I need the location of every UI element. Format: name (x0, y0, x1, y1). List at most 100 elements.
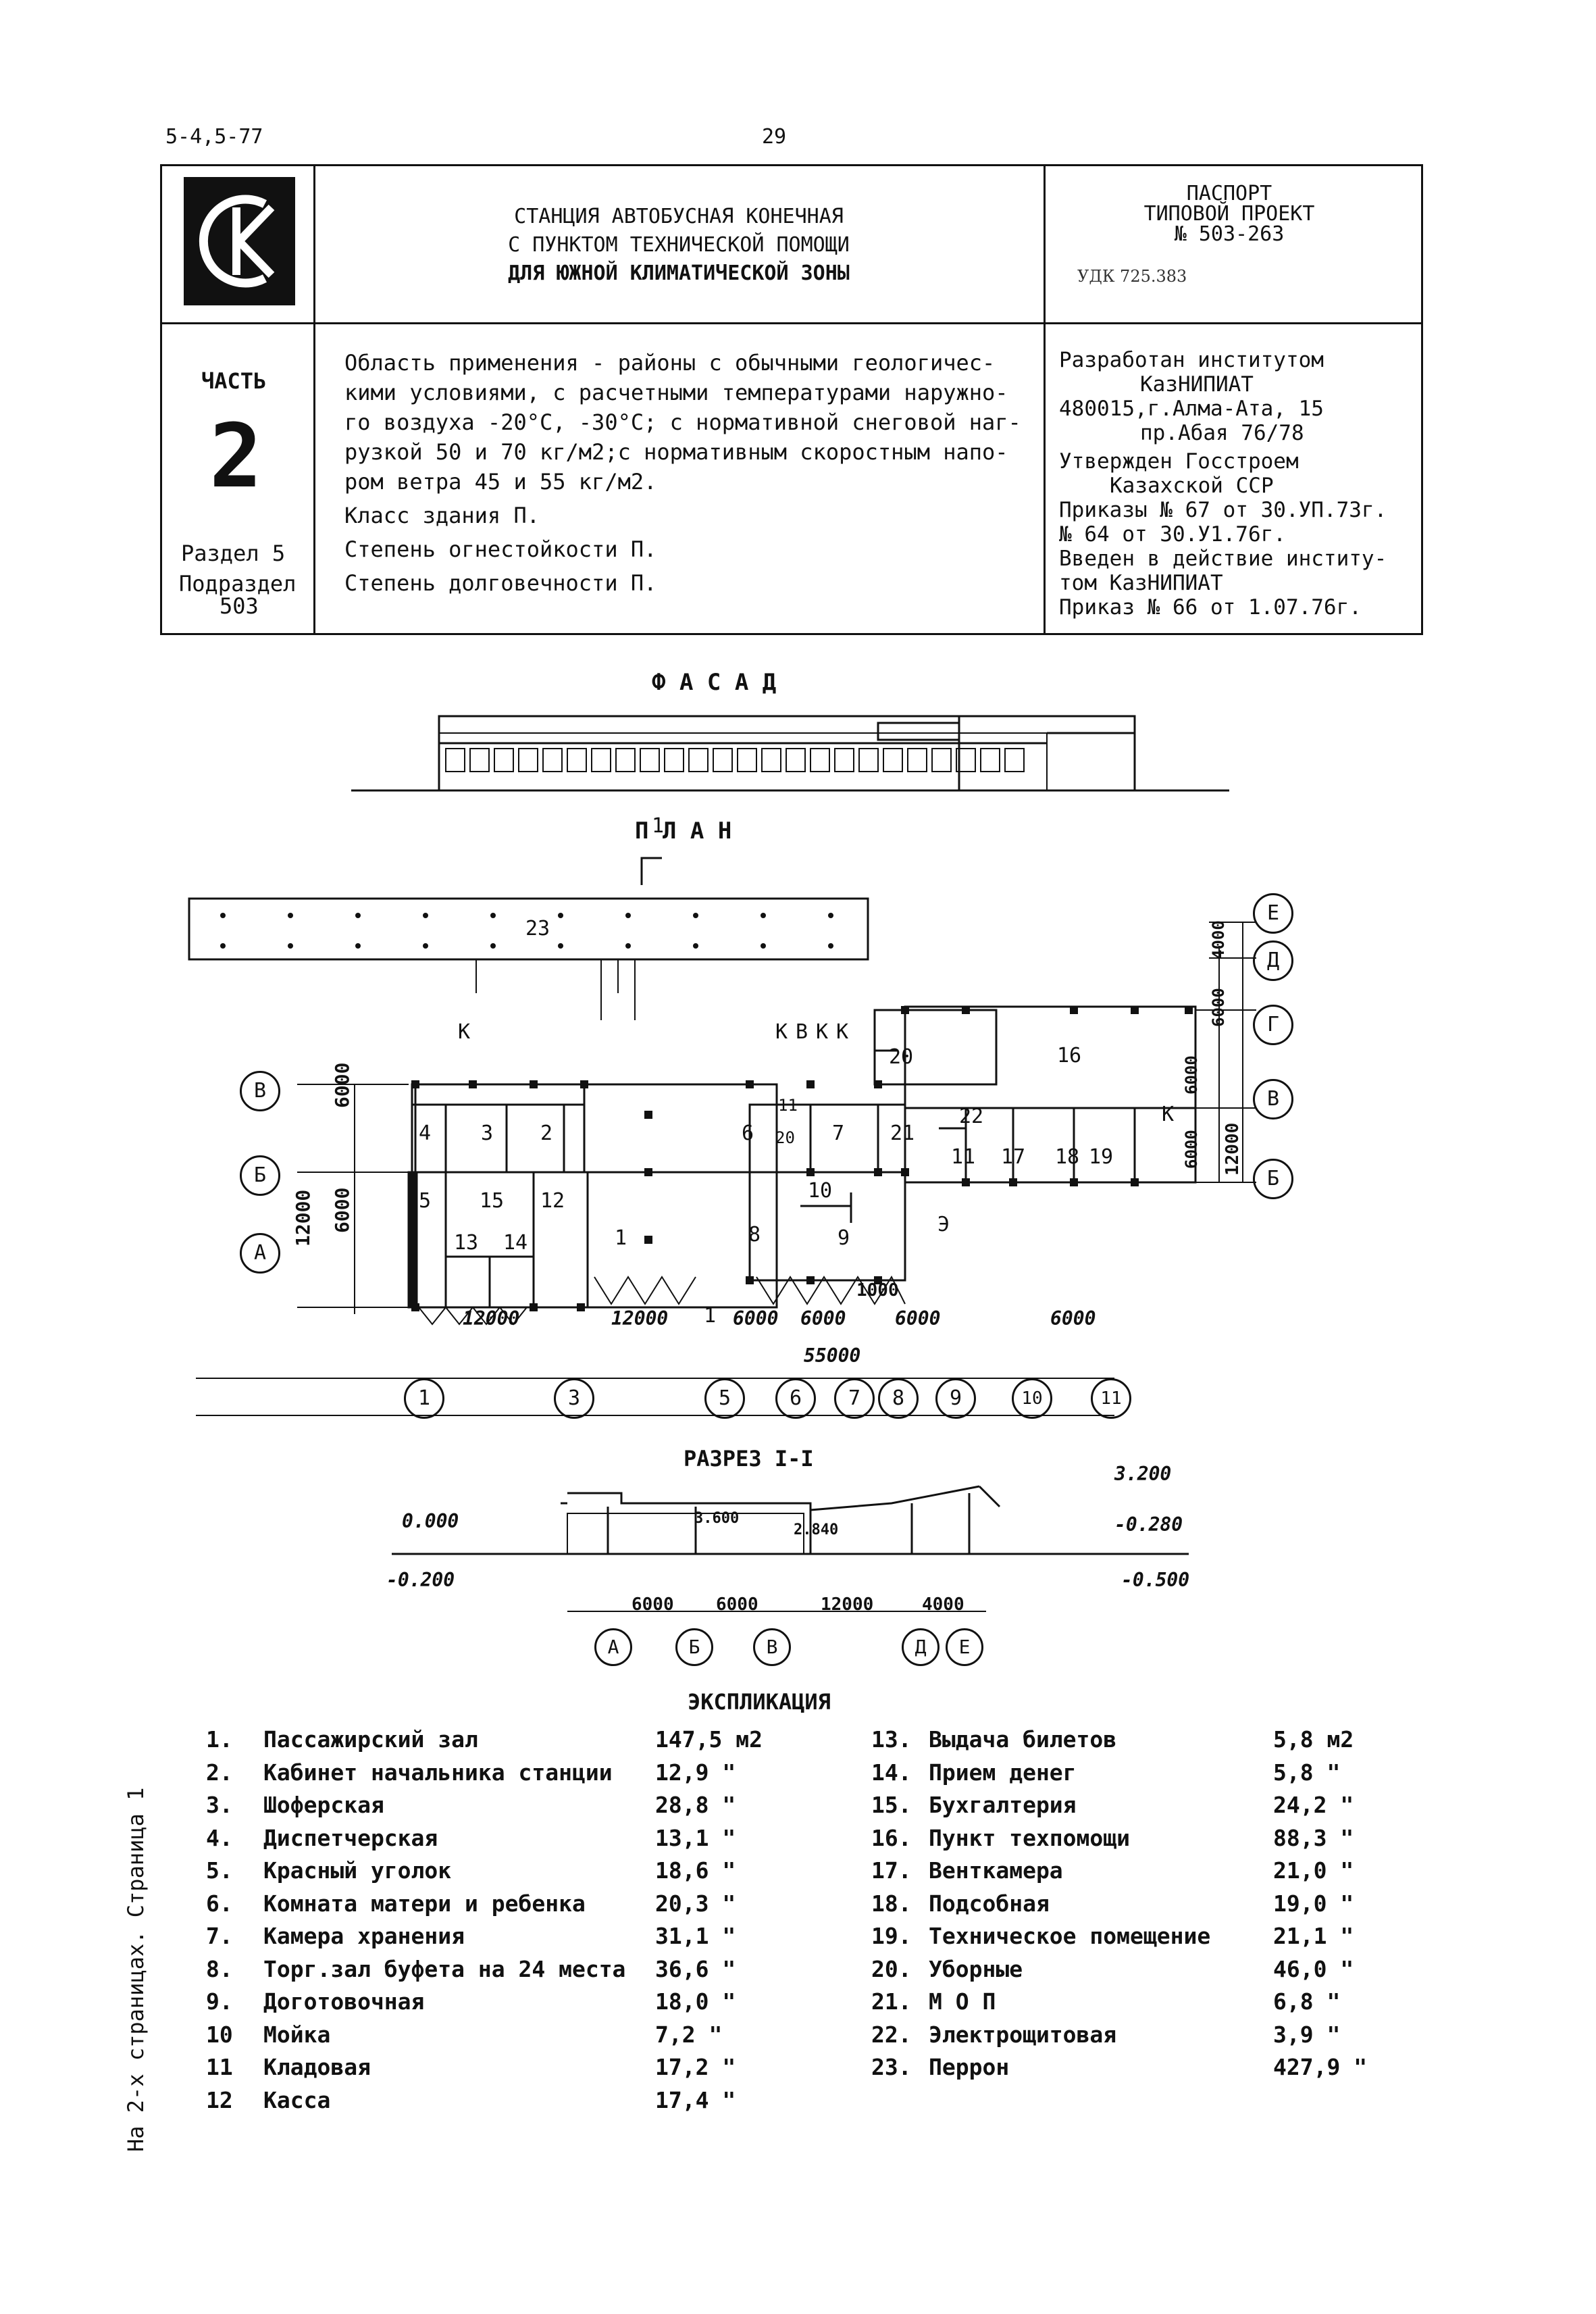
explication-room-name: Бухгалтерия (929, 1792, 1077, 1818)
dim-bottom-6000-d: 6000 (1050, 1307, 1096, 1330)
application-line: кими условиями, с расчетными температура… (344, 380, 1008, 405)
explication-number: 1. (206, 1726, 233, 1753)
column-dot (220, 943, 226, 949)
section-drawing (392, 1485, 1189, 1612)
facade-title: Ф А С А Д (652, 669, 777, 696)
column-dot (490, 943, 496, 949)
explication-area: 88,3 " (1273, 1824, 1354, 1851)
room-10-label: 10 (808, 1179, 833, 1203)
axis-6: 6 (775, 1378, 816, 1419)
facade-window (469, 748, 490, 772)
title-line-2: С ПУНКТОМ ТЕХНИЧЕСКОЙ ПОМОЩИ (508, 233, 850, 257)
room-4-label: 4 (419, 1122, 432, 1145)
facade-window (518, 748, 538, 772)
part-label: ЧАСТЬ (201, 368, 267, 394)
explication-number: 7. (206, 1923, 233, 1949)
explication-number: 15. (871, 1792, 912, 1818)
room-6-label: 6 (742, 1122, 754, 1145)
section-axis-b: Б (675, 1628, 713, 1666)
facade-window (737, 748, 757, 772)
section-title: РАЗРЕЗ I-I (684, 1446, 814, 1472)
section-dim-6000-b: 6000 (716, 1594, 758, 1615)
facade-window (640, 748, 660, 772)
column-dot (355, 943, 361, 949)
room-17-label: 17 (1001, 1145, 1026, 1169)
room-13-label: 13 (454, 1231, 479, 1255)
explication-number: 13. (871, 1726, 912, 1753)
dim-bottom-6000-a: 6000 (733, 1307, 779, 1330)
explication-room-name: Диспетчерская (263, 1824, 438, 1851)
developer-line: Казахской ССР (1110, 474, 1274, 498)
column-dot (625, 943, 631, 949)
room-14-label: 14 (503, 1231, 528, 1255)
section-dim-4000: 4000 (922, 1594, 964, 1615)
axis-v-left: В (240, 1071, 280, 1111)
section-mark-bottom: 1 (704, 1304, 717, 1328)
application-line: Класс здания П. (344, 503, 540, 528)
explication-number: 3. (206, 1792, 233, 1818)
explication-number: 6. (206, 1890, 233, 1917)
application-line: рузкой 50 и 70 кг/м2;с нормативным скоро… (344, 439, 1008, 465)
axis-v-right: В (1253, 1079, 1293, 1120)
facade-window (980, 748, 1000, 772)
subsection-label: Подраздел (179, 571, 297, 597)
section-axis-v: В (753, 1628, 791, 1666)
facade-window (834, 748, 854, 772)
dim-bottom-12000-a: 12000 (463, 1307, 520, 1330)
facade-window (931, 748, 952, 772)
room-22-label: 22 (959, 1105, 984, 1128)
explication-area: 19,0 " (1273, 1890, 1354, 1917)
explication-area: 21,1 " (1273, 1923, 1354, 1949)
explication-room-name: Прием денег (929, 1759, 1077, 1786)
level-minus-0500: -0.500 (1121, 1569, 1190, 1591)
marker-k: К (458, 1020, 471, 1044)
column-marker (644, 1168, 652, 1176)
side-note: На 2-х страницах. Страница 1 (123, 1787, 149, 2152)
column-marker (806, 1168, 815, 1176)
column-marker (469, 1080, 477, 1088)
explication-area: 20,3 " (655, 1890, 736, 1917)
column-marker (901, 1168, 909, 1176)
explication-area: 13,1 " (655, 1824, 736, 1851)
explication-room-name: Пункт техпомощи (929, 1824, 1131, 1851)
column-marker (806, 1080, 815, 1088)
room-16-label: 16 (1057, 1044, 1082, 1067)
application-line: Степень огнестойкости П. (344, 536, 657, 562)
explication-area: 18,0 " (655, 1988, 736, 2015)
explication-room-name: Уборные (929, 1955, 1023, 1982)
room-20-label: 20 (889, 1045, 914, 1069)
marker-v: В (796, 1020, 808, 1044)
axis-b-left: Б (240, 1155, 280, 1196)
application-line: Область применения - районы с обычными г… (344, 350, 996, 376)
explication-area: 7,2 " (655, 2021, 723, 2048)
facade-window (713, 748, 733, 772)
marker-k: К (836, 1020, 849, 1044)
application-line: ром ветра 45 и 55 кг/м2. (344, 469, 657, 495)
explication-area: 18,6 " (655, 1857, 736, 1884)
room-8-label: 8 (748, 1223, 761, 1247)
column-dot (761, 943, 766, 949)
title-line-1: СТАНЦИЯ АВТОБУСНАЯ КОНЕЧНАЯ (514, 205, 844, 228)
explication-area: 6,8 " (1273, 1988, 1341, 2015)
room-3-label: 3 (481, 1122, 494, 1145)
facade-window (664, 748, 684, 772)
column-dot (625, 913, 631, 918)
facade-window (445, 748, 465, 772)
facade-window (542, 748, 563, 772)
column-marker (746, 1080, 754, 1088)
column-marker (1185, 1006, 1193, 1014)
explication-room-name: Комната матери и ребенка (263, 1890, 586, 1917)
axis-g-right: Г (1253, 1005, 1293, 1045)
project-title: СТАНЦИЯ АВТОБУСНАЯ КОНЕЧНАЯ С ПУНКТОМ ТЕ… (317, 203, 1040, 288)
explication-area: 3,9 " (1273, 2021, 1341, 2048)
column-marker (644, 1111, 652, 1119)
explication-number: 10 (206, 2021, 233, 2048)
column-marker (874, 1168, 882, 1176)
